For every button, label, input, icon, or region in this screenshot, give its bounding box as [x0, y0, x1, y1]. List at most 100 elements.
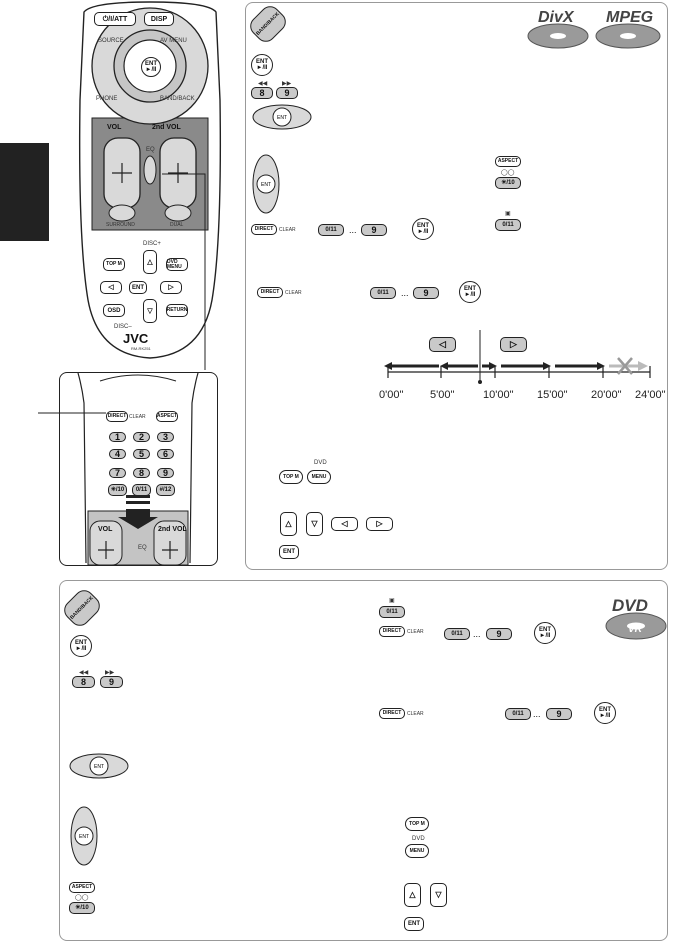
- skip-back-8[interactable]: 8: [251, 87, 273, 99]
- up-button[interactable]: △: [143, 250, 157, 274]
- vertical-dial-icon[interactable]: ENT: [251, 153, 281, 215]
- bottom-ent-button-2[interactable]: ENT ►/II: [534, 622, 556, 644]
- bottom-down-button[interactable]: ▽: [430, 883, 447, 907]
- bottom-star10-button[interactable]: ✳/10: [69, 902, 95, 914]
- timeline-label-10: 10'00": [483, 389, 514, 401]
- timeline-forward-button[interactable]: ▷: [500, 337, 527, 352]
- top-zero11-button[interactable]: 0/11: [495, 219, 521, 231]
- bottom-dvd-label: DVD: [412, 836, 425, 842]
- zoom-direct-button[interactable]: DIRECT: [106, 411, 128, 422]
- bottom-subtitle-icon: ▣: [389, 598, 395, 604]
- dvd-vr-logo-disc: [605, 612, 667, 640]
- bottom-ent-label-3: ENT: [599, 707, 611, 713]
- top-star10-button[interactable]: ✳/10: [495, 177, 521, 189]
- top-ent-button[interactable]: ENT ►/II: [251, 54, 273, 76]
- key-4[interactable]: 4: [109, 449, 126, 459]
- bottom-ent-square-button[interactable]: ENT: [404, 917, 424, 931]
- top-pp-label: ►/II: [256, 65, 268, 71]
- top-topm-button[interactable]: TOP M: [279, 470, 303, 484]
- ellipsis-2: ...: [401, 288, 409, 298]
- power-att-button[interactable]: ⏻/I/ATT: [94, 12, 136, 26]
- bottom-nine-button-1[interactable]: 9: [486, 628, 512, 640]
- subtitle-icon: ▣: [505, 211, 511, 217]
- rewind-icon: ◀◀: [258, 81, 268, 87]
- bottom-up-button[interactable]: △: [404, 883, 421, 907]
- scroll-dial-icon[interactable]: ENT: [251, 103, 313, 131]
- bottom-zero11-button-1[interactable]: 0/11: [379, 606, 405, 618]
- bottom-pp-label-2: ►/II: [539, 633, 551, 639]
- top-aspect-button[interactable]: ASPECT: [495, 156, 521, 167]
- bottom-ent-label: ENT: [75, 640, 87, 646]
- top-zero11-button-3[interactable]: 0/11: [370, 287, 396, 299]
- bottom-direct-button-1[interactable]: DIRECT: [379, 626, 405, 637]
- key-7[interactable]: 7: [109, 468, 126, 478]
- timeline-label-15: 15'00": [537, 389, 568, 401]
- bottom-skip-8[interactable]: 8: [72, 676, 95, 688]
- bottom-ent-button-3[interactable]: ENT ►/II: [594, 702, 616, 724]
- key-1[interactable]: 1: [109, 432, 126, 442]
- top-ent-square-button[interactable]: ENT: [279, 545, 299, 559]
- top-down-button[interactable]: ▽: [306, 512, 323, 536]
- bottom-zero11-button-3[interactable]: 0/11: [505, 708, 531, 720]
- key-star10[interactable]: ✳/10: [108, 484, 127, 496]
- play-pause-label: ►/II: [145, 67, 157, 73]
- key-8[interactable]: 8: [133, 468, 150, 478]
- bottom-direct-button-2[interactable]: DIRECT: [379, 708, 405, 719]
- skip-fwd-9[interactable]: 9: [276, 87, 298, 99]
- direct-pointer-line: [38, 412, 106, 414]
- av-menu-label: AV MENU: [160, 38, 187, 44]
- key-3[interactable]: 3: [157, 432, 174, 442]
- top-right-button[interactable]: ▷: [366, 517, 393, 531]
- top-menu-button[interactable]: MENU: [307, 470, 331, 484]
- key-hash12[interactable]: #/12: [156, 484, 175, 496]
- bottom-menu-button[interactable]: MENU: [405, 844, 429, 858]
- return-button[interactable]: RETURN: [166, 304, 188, 317]
- vol-label: VOL: [107, 124, 122, 131]
- bottom-topm-button[interactable]: TOP M: [405, 817, 429, 831]
- top-nine-button-1[interactable]: 9: [361, 224, 387, 236]
- bottom-scroll-dial-icon[interactable]: ENT: [68, 752, 130, 780]
- ent-label: ENT: [145, 61, 157, 67]
- key-6[interactable]: 6: [157, 449, 174, 459]
- top-zero11-button-2[interactable]: 0/11: [318, 224, 344, 236]
- fastforward-icon: ▶▶: [282, 81, 292, 87]
- top-up-button[interactable]: △: [280, 512, 297, 536]
- eq-label: EQ: [146, 147, 155, 153]
- key-9[interactable]: 9: [157, 468, 174, 478]
- key-5[interactable]: 5: [133, 449, 150, 459]
- osd-button[interactable]: OSD: [103, 304, 125, 317]
- svg-text:ENT: ENT: [277, 115, 287, 121]
- ellipsis-1: ...: [349, 225, 357, 235]
- zoom-aspect-button[interactable]: ASPECT: [156, 411, 178, 422]
- timeline-back-button[interactable]: ◁: [429, 337, 456, 352]
- bottom-nine-button-2[interactable]: 9: [546, 708, 572, 720]
- bottom-pp-label-3: ►/II: [599, 713, 611, 719]
- top-left-button[interactable]: ◁: [331, 517, 358, 531]
- bottom-aspect-button[interactable]: ASPECT: [69, 882, 95, 893]
- down-button[interactable]: ▽: [143, 299, 157, 323]
- bottom-skip-9[interactable]: 9: [100, 676, 123, 688]
- top-clear-label-2: CLEAR: [285, 290, 302, 296]
- key-2[interactable]: 2: [133, 432, 150, 442]
- top-ent-button-2[interactable]: ENT ►/II: [412, 218, 434, 240]
- bottom-vertical-dial-icon[interactable]: ENT: [69, 805, 99, 867]
- bottom-ent-button[interactable]: ENT ►/II: [70, 635, 92, 657]
- dvd-menu-button[interactable]: DVD MENU: [166, 258, 188, 271]
- top-ent-button-3[interactable]: ENT ►/II: [459, 281, 481, 303]
- svg-text:ENT: ENT: [79, 834, 89, 840]
- top-direct-button-1[interactable]: DIRECT: [251, 224, 277, 235]
- top-clear-label-1: CLEAR: [279, 227, 296, 233]
- remote-ent-small[interactable]: ENT: [129, 281, 147, 294]
- dvd-logo: DVD: [612, 596, 648, 615]
- key-zero11[interactable]: 0/11: [132, 484, 151, 496]
- bottom-pp-label: ►/II: [75, 646, 87, 652]
- left-button[interactable]: ◁: [100, 281, 122, 294]
- disp-button[interactable]: DISP: [144, 12, 174, 26]
- top-nine-button-2[interactable]: 9: [413, 287, 439, 299]
- bottom-rewind-icon: ◀◀: [79, 670, 89, 676]
- bottom-zero11-button-2[interactable]: 0/11: [444, 628, 470, 640]
- top-direct-button-2[interactable]: DIRECT: [257, 287, 283, 298]
- topm-button[interactable]: TOP M: [103, 258, 125, 271]
- remote-ent-button[interactable]: ENT ►/II: [141, 57, 161, 77]
- right-button[interactable]: ▷: [160, 281, 182, 294]
